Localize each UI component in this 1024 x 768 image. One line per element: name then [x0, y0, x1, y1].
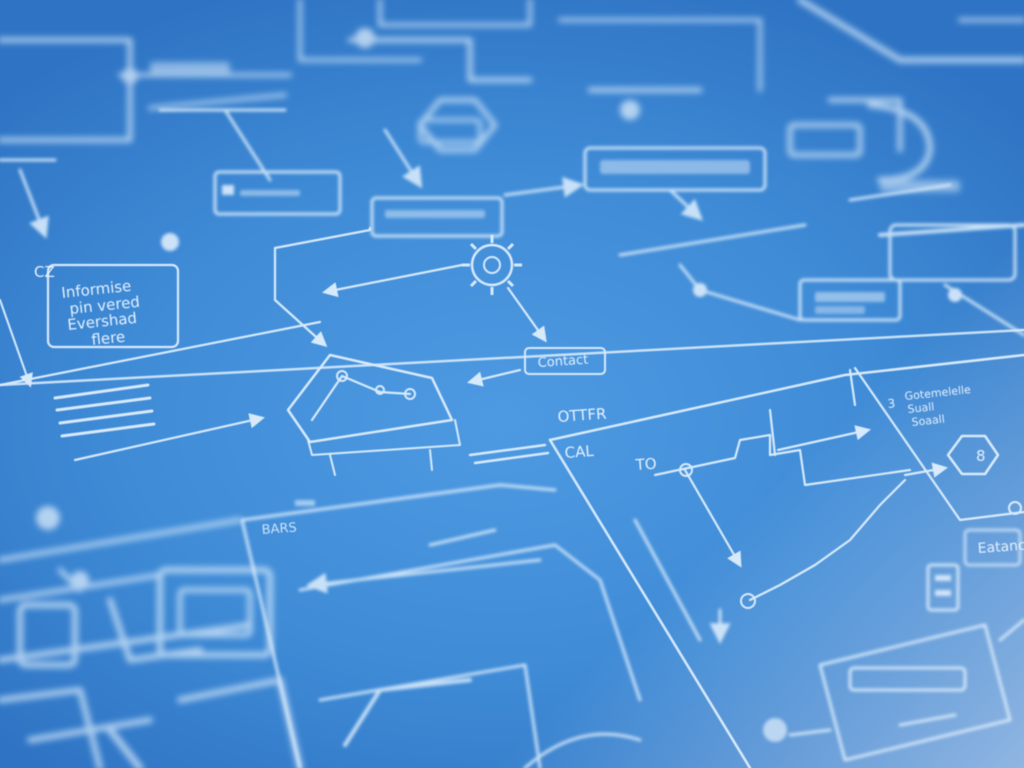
note-panel — [46, 263, 180, 349]
diagram-labels: CZ Informise pin vered Evershad flere Co… — [34, 263, 1024, 557]
label-ottfr: OTTFR — [557, 405, 607, 426]
hexagon-component — [286, 353, 461, 476]
label-cz: CZ — [34, 263, 55, 281]
central-circuit — [0, 226, 1024, 768]
panel-line-4: flere — [91, 328, 126, 349]
bars-icon — [53, 383, 156, 438]
right-line-2: Suall — [907, 400, 935, 416]
waveform — [653, 408, 949, 609]
contact-label: Contact — [537, 352, 589, 370]
gear-icon — [462, 235, 522, 295]
bottom-left-circuit — [0, 506, 303, 768]
upper-circuit — [0, 108, 1024, 337]
label-right-number: 3 — [887, 396, 896, 411]
hex-nut — [946, 434, 1000, 476]
label-bottom-right: Eatanc — [977, 538, 1024, 557]
right-line-3: Soaall — [911, 413, 945, 429]
hex-nut-value: 8 — [976, 447, 986, 465]
right-line-1: Gotemelelle — [904, 383, 972, 403]
label-bars: BARS — [261, 521, 297, 538]
lower-circuit — [240, 483, 1024, 768]
contact-box — [524, 347, 606, 375]
label-cal: CAL — [564, 442, 595, 462]
label-to: TO — [634, 455, 657, 474]
top-circuit-blurred — [0, 0, 1024, 192]
